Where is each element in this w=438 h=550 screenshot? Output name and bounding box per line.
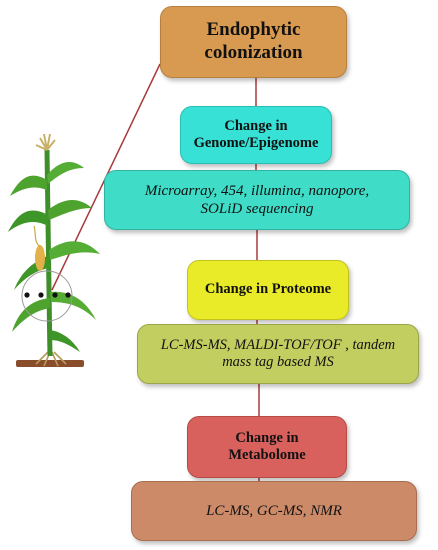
proteome-methods-line2: mass tag based MS [222, 354, 334, 370]
proteome-change-box: Change in Proteome [187, 260, 349, 320]
metabolome-line2: Metabolome [228, 447, 306, 463]
metabolome-change-box: Change in Metabolome [187, 416, 347, 478]
endophytic-line1: Endophytic [206, 19, 301, 41]
genome-methods-line1: Microarray, 454, illumina, nanopore, [144, 183, 370, 199]
metabolome-methods-box: LC-MS, GC-MS, NMR [131, 481, 417, 541]
proteome-methods-line1: LC-MS-MS, MALDI-TOF/TOF , tandem [160, 336, 396, 353]
genome-methods-box: Microarray, 454, illumina, nanopore, SOL… [104, 170, 410, 230]
metabolome-line1: Change in [235, 429, 299, 446]
endophytic-line2: colonization [204, 42, 303, 63]
proteome-line1: Change in Proteome [204, 281, 332, 298]
metabolome-methods-line1: LC-MS, GC-MS, NMR [206, 503, 342, 519]
genome-change-box: Change in Genome/Epigenome [180, 106, 332, 164]
genome-line2: Genome/Epigenome [193, 135, 319, 151]
endophytic-colonization-box: Endophytic colonization [160, 6, 347, 78]
proteome-methods-box: LC-MS-MS, MALDI-TOF/TOF , tandem mass ta… [137, 324, 419, 384]
genome-methods-line2: SOLiD sequencing [200, 201, 314, 217]
genome-line1: Change in [224, 117, 288, 134]
maize-plant-icon [8, 133, 100, 367]
magnify-circle [21, 270, 73, 322]
